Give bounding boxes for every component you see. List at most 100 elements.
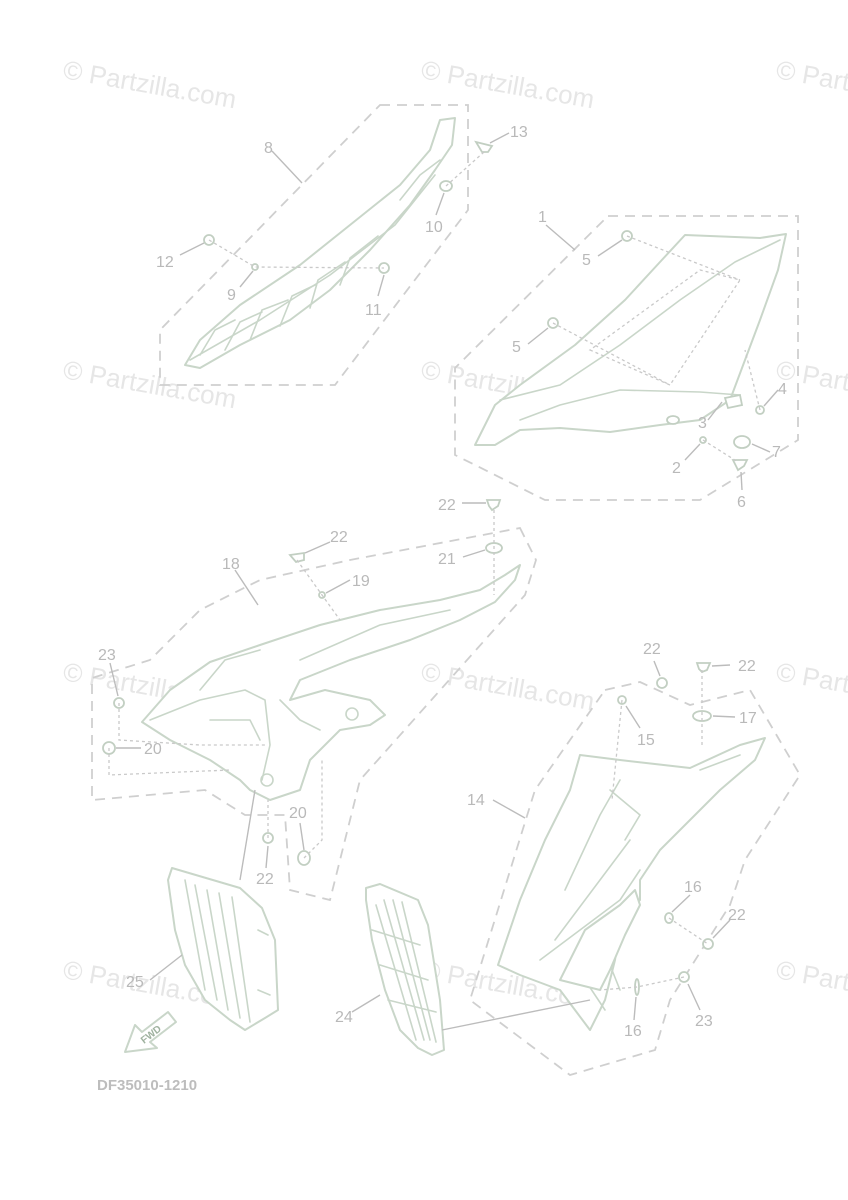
callout-22-scoop14-b: 22: [738, 658, 756, 675]
leader-22e: [711, 664, 731, 667]
assembly-line: [445, 151, 485, 187]
bolt-6[interactable]: [731, 459, 749, 472]
callout-9: 9: [227, 287, 236, 304]
callout-22-rear: 22: [438, 497, 456, 514]
watermark: © Partzilla.com: [774, 54, 848, 114]
callout-21: 21: [438, 551, 456, 568]
scoop-lower-hole: [260, 773, 274, 787]
callout-15: 15: [637, 732, 655, 749]
leader-11: [377, 274, 385, 297]
callout-14: 14: [467, 792, 485, 809]
callout-23-left: 23: [98, 647, 116, 664]
air-scoop-inner: [149, 609, 451, 781]
watermark: © Partzilla.com: [419, 54, 597, 114]
callout-22-scoop14-c: 22: [728, 907, 746, 924]
bolt-22-scoop14-a[interactable]: [656, 677, 668, 689]
watermark: © Partzilla.com: [774, 954, 848, 1014]
side-cover-1-inner: [499, 239, 781, 421]
leader-23b: [687, 983, 701, 1011]
boundary-group-14: [468, 681, 802, 1076]
leader-8: [271, 150, 303, 184]
damper-7[interactable]: [733, 435, 751, 449]
bolt-22-scoop14-b[interactable]: [695, 662, 712, 674]
air-scoop-part-18[interactable]: [141, 564, 521, 801]
assembly-line: [208, 239, 385, 269]
leader-21: [462, 549, 486, 558]
assembly-line: [108, 510, 495, 859]
leader-22c: [265, 845, 269, 869]
leader-15: [625, 705, 641, 729]
callout-19: 19: [352, 573, 370, 590]
leader-23a: [109, 662, 119, 697]
air-scoop-assembly-14: [468, 660, 802, 1076]
callout-17: 17: [739, 710, 757, 727]
watermark: © Partzilla.com: [61, 54, 239, 114]
leader-14: [492, 799, 526, 819]
callout-5-upper: 5: [582, 252, 591, 269]
leader-2: [684, 443, 701, 461]
collar-3[interactable]: [666, 415, 680, 425]
bolt-22-top[interactable]: [288, 551, 305, 564]
fwd-arrow-icon: [124, 1011, 177, 1053]
leader-22a: [304, 541, 331, 554]
callout-5-lower: 5: [512, 339, 521, 356]
watermark: © Partzilla.com: [774, 656, 848, 716]
callout-4: 4: [778, 381, 787, 398]
leader-18: [234, 569, 259, 606]
leader-16b: [633, 996, 637, 1021]
diagram-code: DF35010-1210: [97, 1077, 197, 1094]
leader-22d: [653, 660, 661, 677]
callout-25: 25: [126, 974, 144, 991]
boundary-group-1: [454, 215, 799, 501]
boundary-group-18: [91, 526, 537, 902]
boundary-group-8: [159, 104, 469, 386]
side-cover-ribs: [199, 159, 441, 356]
callout-24: 24: [335, 1009, 353, 1026]
leader-25-link: [239, 789, 256, 881]
assembly-line: [599, 670, 709, 991]
bolt-13[interactable]: [474, 140, 494, 153]
leader-19: [325, 579, 351, 594]
callout-22-top: 22: [330, 529, 348, 546]
callout-22-scoop14-a: 22: [643, 641, 661, 658]
callout-labels: 8 13 10 12 9 11 1 5 5 3 4 2 7 6 22 22 21…: [98, 124, 787, 1040]
callout-20-lower: 20: [289, 805, 307, 822]
callout-18: 18: [222, 556, 240, 573]
leader-12: [179, 242, 205, 256]
leader-17: [712, 715, 736, 718]
callout-10: 10: [425, 219, 443, 236]
callout-7: 7: [772, 444, 781, 461]
callout-8: 8: [264, 140, 273, 157]
radiator-louver-part-25[interactable]: [167, 867, 279, 1031]
air-scoop-assembly-18: [91, 499, 537, 902]
leader-13: [489, 132, 510, 144]
leader-16a: [671, 894, 691, 913]
bolt-22-scoop14-c[interactable]: [702, 938, 714, 950]
watermark: © Partzilla.com: [419, 656, 597, 716]
bolt-22-rear[interactable]: [485, 499, 502, 512]
leader-10: [435, 192, 445, 216]
side-cover-edge: [189, 174, 436, 361]
leader-4: [763, 389, 779, 407]
hidden-outline: [588, 269, 742, 386]
callout-13: 13: [510, 124, 528, 141]
callout-2: 2: [672, 460, 681, 477]
callout-11: 11: [365, 302, 382, 319]
leader-22f: [712, 919, 731, 939]
radiator-louver-part-24[interactable]: [365, 883, 445, 1056]
side-cover-part-8[interactable]: [184, 117, 456, 369]
scoop-mount-hole: [345, 707, 359, 721]
side-cover-part-1[interactable]: [474, 233, 787, 446]
bracket-3[interactable]: [723, 393, 744, 410]
side-cover-assembly-8: [159, 104, 510, 386]
louver-25-fins: [184, 879, 271, 1023]
callout-6: 6: [737, 494, 746, 511]
radiator-louver-25: [149, 789, 279, 1031]
callout-16-lower: 16: [624, 1023, 642, 1040]
louver-24-fins: [371, 899, 437, 1043]
callout-20-left: 20: [144, 741, 162, 758]
radiator-louver-24: [351, 883, 591, 1056]
leader-25: [149, 954, 183, 981]
leader-24-link: [441, 999, 591, 1031]
